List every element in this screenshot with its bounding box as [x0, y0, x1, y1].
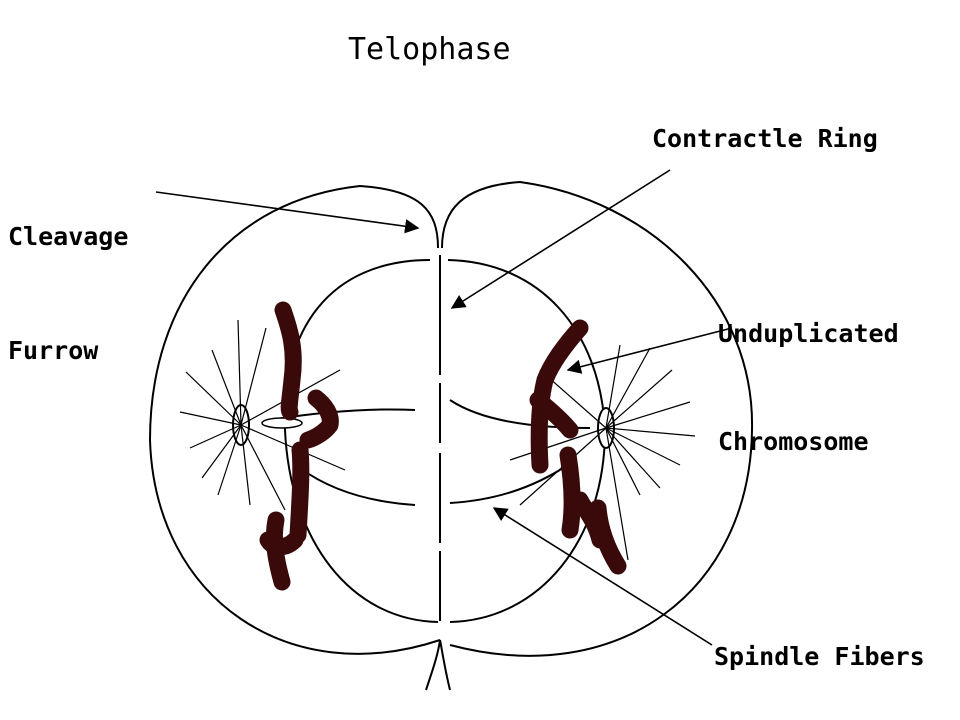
label-chromosome-line1: Unduplicated	[718, 319, 899, 348]
arrow-cleavage-furrow	[155, 191, 420, 234]
left-inner-boundary	[283, 259, 439, 623]
left-aster-rays	[179, 319, 346, 511]
label-cleavage-furrow-line1: Cleavage	[8, 222, 129, 251]
label-chromosome-line2: Chromosome	[718, 427, 869, 456]
arrow-chromosome	[566, 327, 733, 374]
label-cleavage-furrow-line2: Furrow	[8, 336, 99, 365]
arrow-spindle-fibers	[492, 507, 713, 646]
chromosome-left-1	[274, 301, 302, 421]
chromosome-right-2	[529, 391, 579, 439]
label-unduplicated-chromosome: Unduplicated Chromosome	[718, 244, 899, 532]
label-spindle-fibers: Spindle Fibers	[714, 642, 925, 671]
furrow-bottom-notch	[439, 639, 451, 691]
diagram-title: Telophase	[348, 32, 511, 67]
left-spindle-arc-bottom	[299, 467, 416, 506]
chromosome-right-5	[571, 491, 609, 549]
label-contractile-ring: Contractle Ring	[652, 124, 878, 153]
furrow-bottom-notch-b	[425, 639, 441, 691]
left-cell-membrane	[148, 184, 441, 655]
arrow-contractile-ring	[450, 169, 671, 309]
left-centriole-inner	[261, 417, 303, 429]
chromosome-right-3	[559, 446, 581, 539]
right-inner-boundary	[447, 259, 607, 623]
chromosome-right-1	[530, 319, 589, 474]
chromosome-left-3	[289, 441, 310, 544]
chromosome-left-5	[259, 531, 304, 556]
right-cell-membrane	[441, 180, 754, 657]
label-cleavage-furrow: Cleavage Furrow	[8, 142, 128, 446]
right-spindle-arc-bottom	[449, 459, 576, 504]
chromosome-left-2	[299, 389, 339, 449]
